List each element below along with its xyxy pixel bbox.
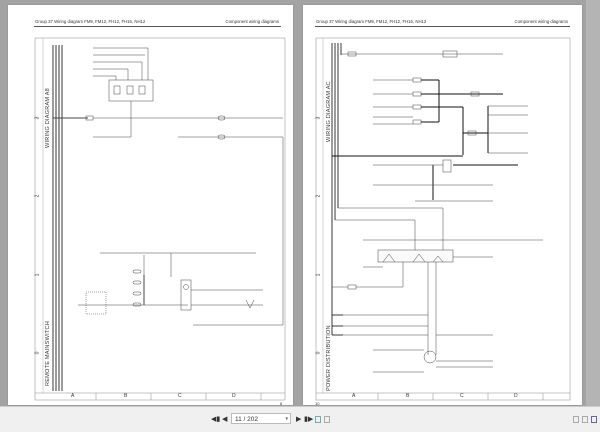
column-letter: D (232, 393, 236, 399)
row-number: 0 (34, 351, 41, 355)
pdf-navigation-toolbar: ◀▮ ◀ 11 / 202 ▾ ▶ ▮▶ (0, 406, 600, 432)
header-rule (315, 26, 570, 27)
wiring-diagram-ac (315, 37, 571, 401)
row-number: 1 (34, 273, 41, 277)
column-letter: D (514, 393, 518, 399)
section-title-wiring-diagram: WIRING DIAGRAM A8 (45, 88, 51, 148)
wiring-diagram-a8 (34, 37, 286, 401)
page-header-title: Group 37 Wiring diagram FM9, FM12, FH12,… (35, 19, 146, 24)
continuous-icon[interactable] (582, 416, 588, 423)
page-header-section: Component wiring diagrams (225, 19, 280, 24)
page-number: 10 (315, 401, 320, 406)
row-number: 1 (315, 273, 322, 277)
section-title-remote-mainswitch: REMOTE MAINSWITCH (45, 321, 51, 386)
column-letter: A (352, 393, 356, 399)
row-number: 3 (315, 116, 322, 120)
next-view-icon[interactable] (324, 416, 330, 423)
page-number: 8 (280, 401, 283, 406)
section-title-power-distribution: POWER DISTRIBUTION (326, 325, 332, 391)
section-title-wiring-diagram: WIRING DIAGRAM AC (326, 81, 332, 142)
column-letter: B (406, 393, 410, 399)
first-page-icon[interactable]: ◀▮ (211, 416, 221, 423)
column-letter: A (71, 393, 75, 399)
chevron-down-icon[interactable]: ▾ (285, 416, 288, 422)
single-page-icon[interactable] (573, 416, 579, 423)
pdf-page-right: Group 37 Wiring diagram FM9, FM12, FH12,… (303, 5, 582, 406)
prev-view-icon[interactable] (315, 416, 321, 423)
column-letter: B (124, 393, 128, 399)
row-number: 3 (34, 116, 41, 120)
vertical-scrollbar[interactable] (586, 0, 600, 406)
page-header-section: Component wiring diagrams (514, 19, 569, 24)
two-page-icon[interactable] (591, 416, 597, 423)
next-page-icon[interactable]: ▶ (296, 416, 302, 423)
page-indicator: 11 / 202 (235, 416, 259, 423)
row-number: 2 (34, 194, 41, 198)
page-number-input[interactable]: 11 / 202 ▾ (231, 413, 291, 424)
column-letter: C (178, 393, 182, 399)
row-number: 2 (315, 194, 322, 198)
prev-page-icon[interactable]: ◀ (222, 416, 228, 423)
page-header-title: Group 37 Wiring diagram FM9, FM12, FH12,… (316, 19, 427, 24)
column-letter: C (460, 393, 464, 399)
pdf-page-left: Group 37 Wiring diagram FM9, FM12, FH12,… (8, 5, 293, 406)
last-page-icon[interactable]: ▮▶ (304, 416, 314, 423)
header-rule (34, 26, 281, 27)
row-number: 0 (315, 351, 322, 355)
